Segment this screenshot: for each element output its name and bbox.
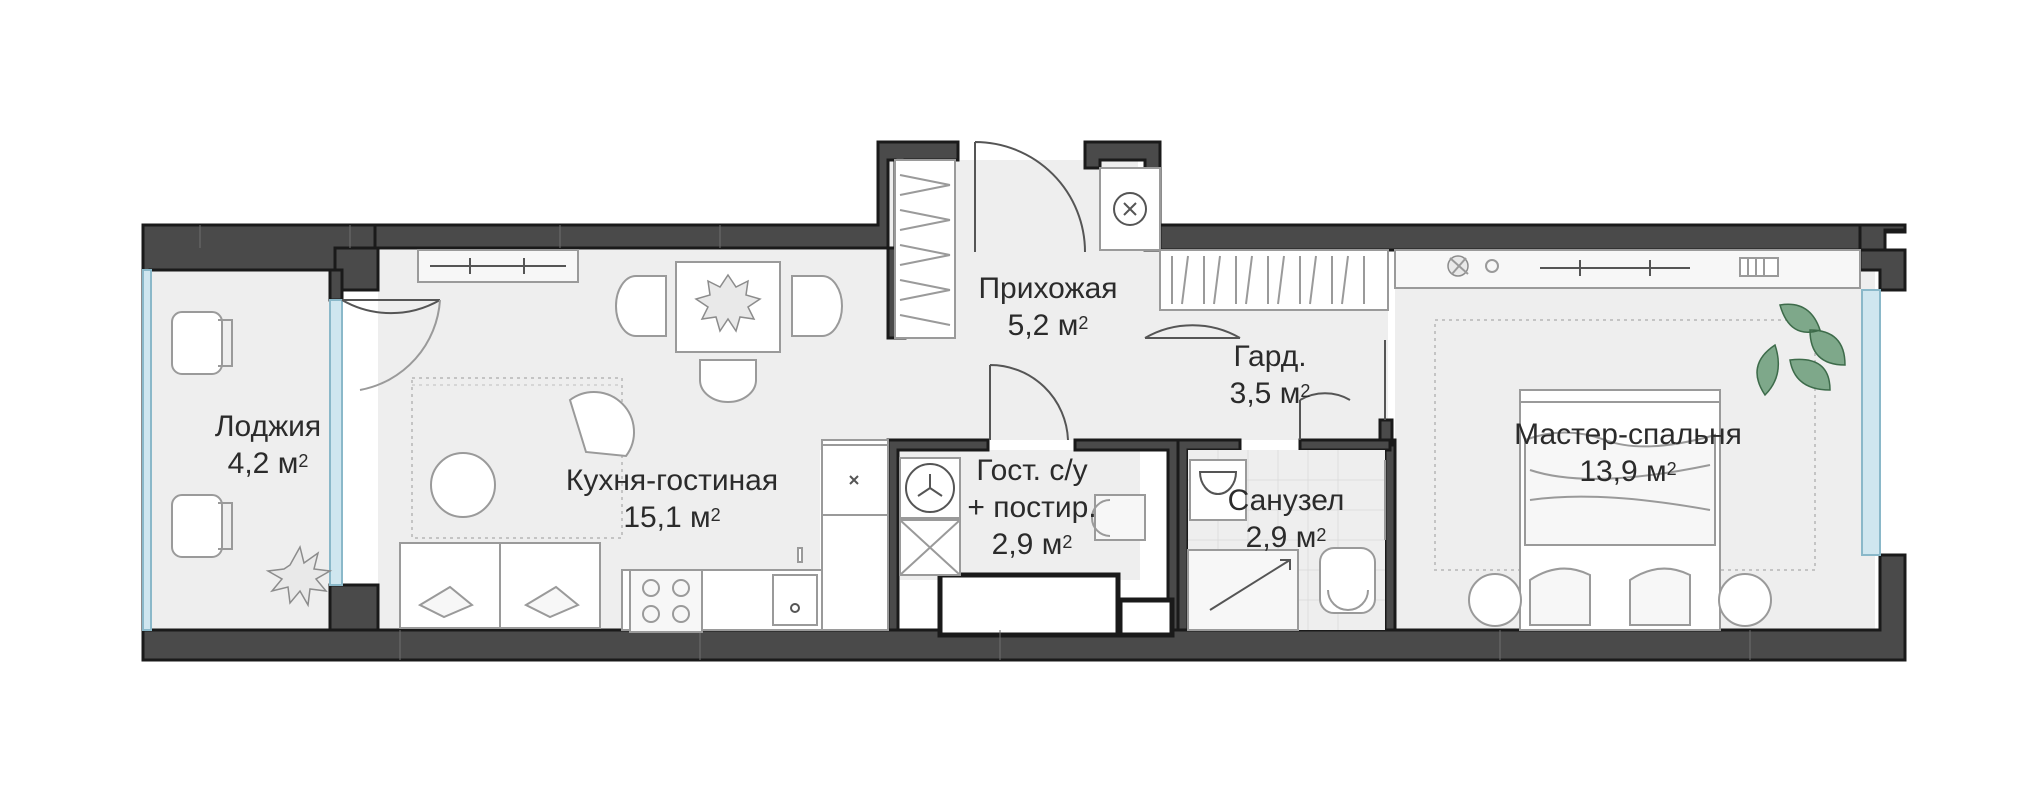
guest-wc-door: [989, 364, 1069, 441]
wall-hatching: [199, 225, 1751, 660]
bedroom-plant-icon: [1756, 303, 1846, 397]
kitchen-sink: [772, 574, 818, 626]
wardrobe-rack: [1159, 249, 1389, 311]
room-name: Кухня-гостиная: [565, 464, 779, 497]
room-area: 2,9 м2: [991, 528, 1073, 561]
guest-toilet: [1094, 494, 1146, 541]
room-label-wardrobe: Гард. 3,5 м2: [1230, 338, 1311, 412]
kitchen-window: [329, 299, 343, 586]
coffee-table: [430, 452, 496, 518]
loggia-furniture: [171, 311, 333, 608]
entrance-door: [974, 141, 1086, 253]
room-name: Гост. с/у: [976, 454, 1088, 487]
loggia-window: [142, 269, 152, 631]
nightstand-right: [1718, 573, 1772, 627]
room-area: 2,9 м2: [1245, 521, 1327, 554]
nightstand-left: [1468, 573, 1522, 627]
room-label-kitchen-living: Кухня-гостиная 15,1 м2: [566, 462, 778, 536]
loggia-plant-icon: [265, 544, 333, 608]
room-label-loggia: Лоджия 4,2 м2: [215, 408, 321, 482]
room-name: Лоджия: [214, 410, 322, 443]
kitchen-living-furniture: [399, 261, 889, 633]
room-name: Гард.: [1233, 340, 1307, 373]
room-area: 13,9 м2: [1579, 455, 1677, 488]
bedroom-furniture: [1434, 255, 1846, 631]
room-label-hallway: Прихожая 5,2 м2: [978, 270, 1117, 344]
hallway-furniture: [894, 159, 1389, 339]
table-plant-icon: [694, 273, 762, 333]
loggia-door: [341, 299, 441, 315]
windows: [142, 249, 1881, 631]
room-area: 15,1 м2: [623, 501, 721, 534]
room-area: 3,5 м2: [1229, 377, 1311, 410]
wardrobe-door: [1144, 324, 1241, 339]
room-name-2: + постир.: [967, 491, 1097, 524]
bathroom-fixtures: [1187, 450, 1386, 631]
room-name: Санузел: [1227, 484, 1345, 517]
room-label-guest-wc: Гост. с/у + постир. 2,9 м2: [967, 452, 1096, 563]
bathroom-sink: [1189, 459, 1247, 521]
bedroom-window: [1861, 289, 1881, 556]
armchair: [568, 391, 635, 458]
room-label-master-bedroom: Мастер-спальня 13,9 м2: [1514, 416, 1742, 490]
bathroom-door: [1299, 392, 1351, 440]
room-name: Мастер-спальня: [1514, 418, 1742, 451]
room-name: Прихожая: [978, 272, 1118, 305]
bathroom-toilet: [1319, 547, 1376, 614]
room-area: 5,2 м2: [1007, 309, 1089, 342]
guest-wc-fixtures: [899, 457, 1146, 576]
room-label-bathroom: Санузел 2,9 м2: [1228, 482, 1345, 556]
room-area: 4,2 м2: [227, 447, 309, 480]
hob: [629, 569, 703, 633]
doors: [341, 141, 1386, 441]
